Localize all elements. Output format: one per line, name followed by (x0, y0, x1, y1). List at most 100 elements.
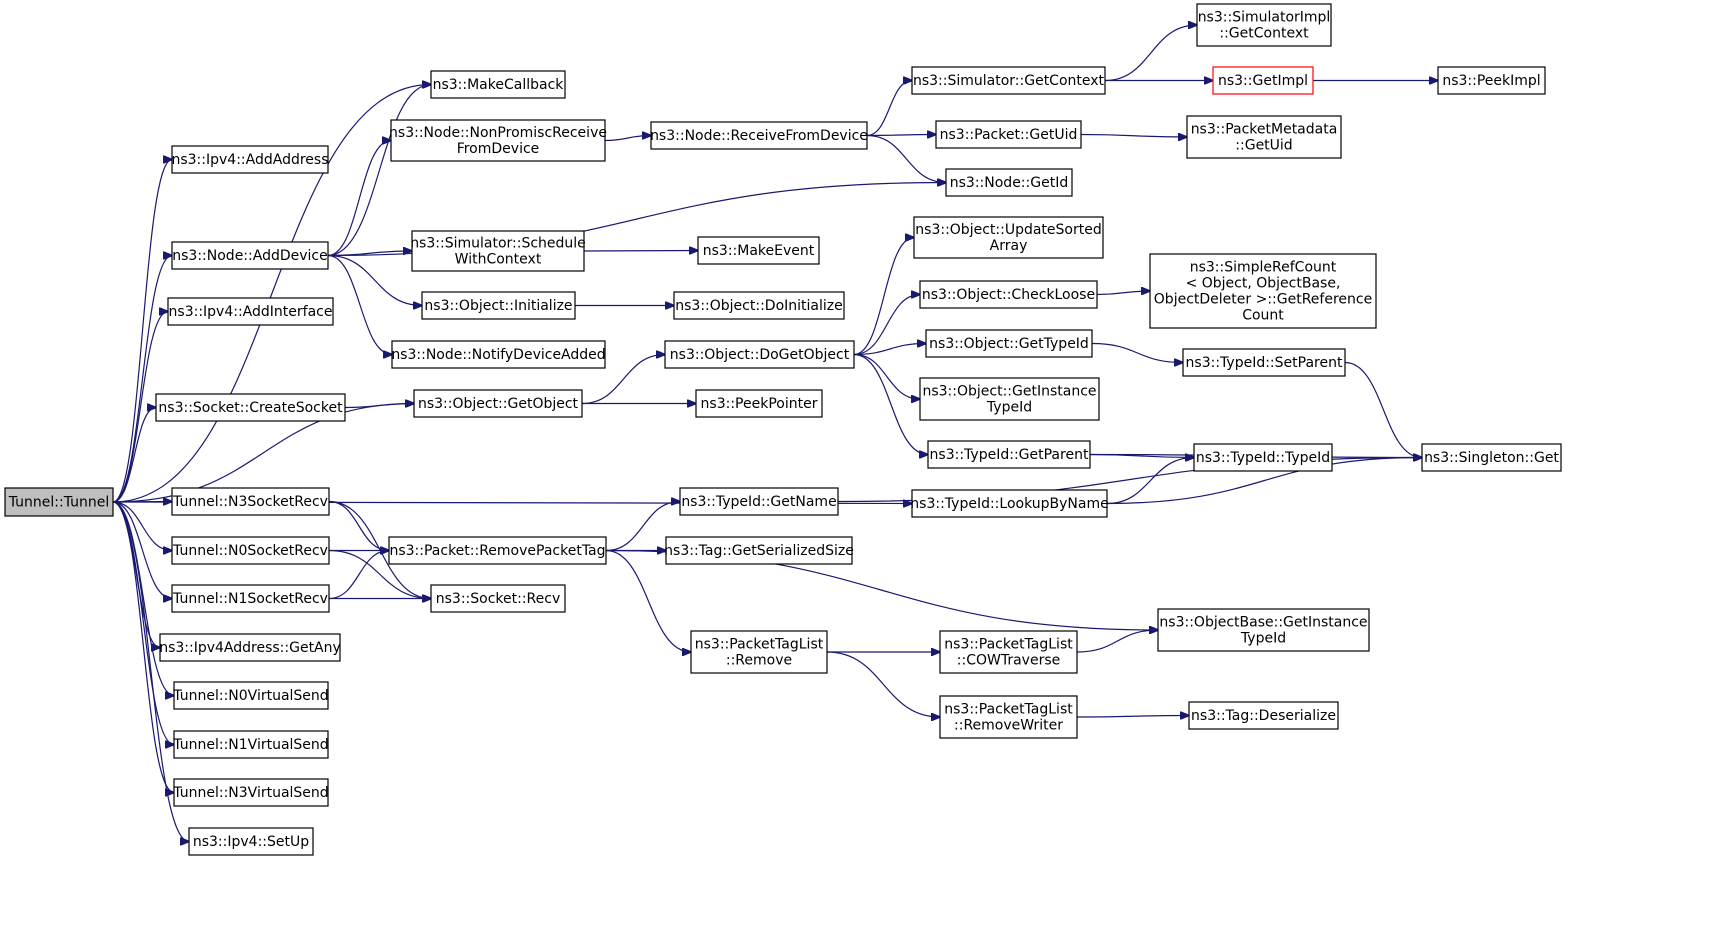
node-label: Tunnel::N0SocketRecv (172, 543, 328, 559)
edge-n0socketrecv-to-socket_recv (328, 549, 431, 599)
node-box (911, 489, 1108, 518)
node-simplerefcount[interactable]: ns3::SimpleRefCount< Object, ObjectBase,… (1149, 253, 1377, 329)
edge-node_adddevice-to-node_notifydeviceadded (327, 254, 392, 355)
node-simimpl-getcontext[interactable]: ns3::SimulatorImpl::GetContext (1196, 3, 1332, 47)
node-label: ns3::Simulator::Schedule (410, 235, 586, 251)
node-box (927, 440, 1091, 469)
node-peekimpl[interactable]: ns3::PeekImpl (1437, 66, 1546, 95)
node-n3virtualsend[interactable]: Tunnel::N3VirtualSend (172, 778, 329, 807)
node-box (413, 389, 583, 418)
node-singleton-get[interactable]: ns3::Singleton::Get (1421, 443, 1562, 472)
node-tunnel[interactable]: Tunnel::Tunnel (4, 487, 114, 517)
edge-sim_schedulewithcontext-to-makeevent (583, 251, 698, 252)
edge-node_adddevice-to-object_initialize (327, 254, 422, 306)
node-label: ns3::Singleton::Get (1424, 450, 1559, 466)
edge-tunnel-to-n0socketrecv (112, 501, 172, 551)
node-box (911, 66, 1106, 95)
node-n0virtualsend[interactable]: Tunnel::N0VirtualSend (172, 681, 329, 710)
node-node-notifydeviceadded[interactable]: ns3::Node::NotifyDeviceAdded (391, 340, 606, 369)
node-label: ::COWTraverse (957, 652, 1060, 668)
node-object-doinitialize[interactable]: ns3::Object::DoInitialize (673, 291, 845, 320)
node-socket-recv[interactable]: ns3::Socket::Recv (430, 584, 566, 613)
node-node-receivefromdevice[interactable]: ns3::Node::ReceiveFromDevice (650, 121, 868, 150)
nodes-layer: Tunnel::Tunnelns3::Ipv4::AddAddressns3::… (4, 3, 1562, 856)
node-packetmetadata-getuid[interactable]: ns3::PacketMetadata::GetUid (1186, 115, 1342, 159)
edge-packet_getuid-to-packetmetadata_getuid (1080, 135, 1187, 138)
node-label: ns3::Ipv4::AddInterface (169, 304, 333, 320)
node-n1socketrecv[interactable]: Tunnel::N1SocketRecv (171, 584, 330, 613)
node-n3socketrecv[interactable]: Tunnel::N3SocketRecv (171, 487, 330, 516)
node-box (1149, 253, 1377, 329)
node-n0socketrecv[interactable]: Tunnel::N0SocketRecv (171, 536, 330, 565)
node-tag-deserialize[interactable]: ns3::Tag::Deserialize (1188, 701, 1339, 730)
node-makecallback[interactable]: ns3::MakeCallback (430, 70, 566, 99)
node-box (430, 584, 566, 613)
edge-tunnel-to-n3virtualsend (112, 501, 174, 793)
node-label: Tunnel::N3SocketRecv (172, 494, 328, 510)
node-ipv4-addinterface[interactable]: ns3::Ipv4::AddInterface (167, 297, 334, 326)
node-label: Tunnel::N1VirtualSend (172, 737, 328, 753)
node-label: ns3::PacketTagList (695, 636, 824, 652)
edge-typeid_lookupbyname-to-typeid_typeid (1106, 458, 1194, 505)
node-peekpointer[interactable]: ns3::PeekPointer (695, 389, 823, 418)
node-getimpl[interactable]: ns3::GetImpl (1212, 66, 1314, 95)
node-ipv4-setup[interactable]: ns3::Ipv4::SetUp (188, 827, 314, 856)
node-node-getid[interactable]: ns3::Node::GetId (945, 168, 1073, 197)
node-object-getobject[interactable]: ns3::Object::GetObject (413, 389, 583, 418)
node-typeid-lookupbyname[interactable]: ns3::TypeId::LookupByName (910, 489, 1109, 518)
node-typeid-typeid[interactable]: ns3::TypeId::TypeId (1193, 443, 1333, 472)
node-typeid-setparent[interactable]: ns3::TypeId::SetParent (1182, 348, 1346, 377)
node-label: < Object, ObjectBase, (1186, 275, 1341, 291)
node-label: ns3::TypeId::SetParent (1186, 355, 1343, 371)
node-label: ns3::Packet::GetUid (940, 127, 1078, 143)
node-box (388, 536, 607, 565)
node-box (1186, 115, 1342, 159)
node-label: ns3::Socket::Recv (436, 591, 561, 607)
node-ipv4address-getany[interactable]: ns3::Ipv4Address::GetAny (159, 633, 341, 662)
node-sim-getcontext[interactable]: ns3::Simulator::GetContext (911, 66, 1106, 95)
node-box (155, 393, 346, 422)
node-label: ::Remove (726, 652, 792, 668)
node-label: ns3::Simulator::GetContext (913, 73, 1105, 89)
node-node-adddevice[interactable]: ns3::Node::AddDevice (171, 241, 329, 270)
node-packet-removepackettag[interactable]: ns3::Packet::RemovePacketTag (388, 536, 607, 565)
node-box (939, 695, 1078, 739)
node-box (421, 291, 576, 320)
node-makeevent[interactable]: ns3::MakeEvent (697, 236, 820, 265)
node-label: ns3::SimulatorImpl (1198, 9, 1331, 25)
node-label: Tunnel::N0VirtualSend (172, 688, 328, 704)
node-object-initialize[interactable]: ns3::Object::Initialize (421, 291, 576, 320)
edge-socket_createsocket-to-object_getobject (344, 404, 414, 409)
node-packettaglist-removewriter[interactable]: ns3::PacketTagList::RemoveWriter (939, 695, 1078, 739)
node-object-checkloose[interactable]: ns3::Object::CheckLoose (919, 280, 1098, 309)
node-packettaglist-cowtraverse[interactable]: ns3::PacketTagList::COWTraverse (939, 630, 1078, 674)
node-box (173, 730, 329, 759)
node-box (665, 536, 853, 565)
node-box (171, 241, 329, 270)
edge-object_dogetobject-to-object_gettypeid (853, 344, 926, 356)
node-ipv4-addaddress[interactable]: ns3::Ipv4::AddAddress (171, 145, 329, 174)
node-n1virtualsend[interactable]: Tunnel::N1VirtualSend (172, 730, 329, 759)
node-box (411, 230, 585, 272)
node-label: ns3::PeekPointer (701, 396, 818, 412)
node-label: Tunnel::N3VirtualSend (172, 785, 328, 801)
edge-node_receivefromdevice-to-sim_getcontext (866, 81, 912, 137)
edge-sim_getcontext-to-simimpl_getcontext (1104, 25, 1197, 82)
node-object-gettypeid[interactable]: ns3::Object::GetTypeId (925, 329, 1093, 358)
node-typeid-getparent[interactable]: ns3::TypeId::GetParent (927, 440, 1091, 469)
edge-packet_removepackettag-to-typeid_getname (605, 502, 680, 552)
node-packettaglist-remove[interactable]: ns3::PacketTagList::Remove (690, 630, 828, 674)
node-label: TypeId (1240, 630, 1286, 646)
node-object-dogetobject[interactable]: ns3::Object::DoGetObject (664, 340, 855, 369)
node-tag-getserializedsize[interactable]: ns3::Tag::GetSerializedSize (664, 536, 854, 565)
node-packet-getuid[interactable]: ns3::Packet::GetUid (935, 120, 1082, 149)
node-socket-createsocket[interactable]: ns3::Socket::CreateSocket (155, 393, 346, 422)
node-label: ns3::Object::DoGetObject (670, 347, 850, 363)
node-box (173, 778, 329, 807)
node-typeid-getname[interactable]: ns3::TypeId::GetName (679, 487, 839, 516)
